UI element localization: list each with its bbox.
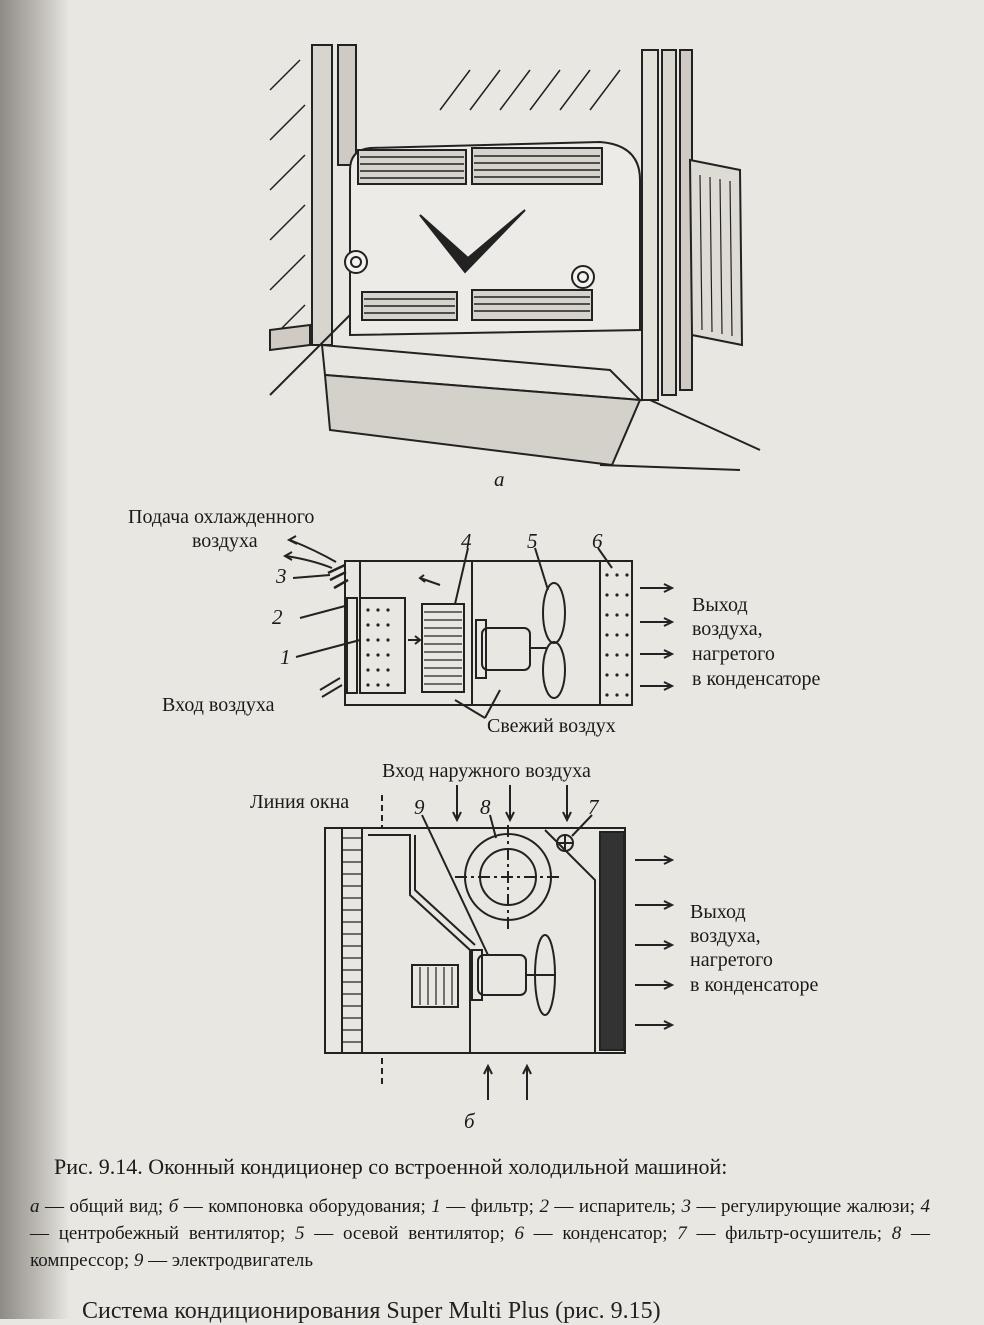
legend-item: 9 — электродвигатель	[133, 1250, 314, 1271]
legend-item: 5 — осевой вентилятор;	[295, 1223, 515, 1244]
legend-item: б — компоновка оборудования;	[168, 1196, 432, 1217]
callout-4: 4	[461, 529, 472, 553]
callout-5: 5	[527, 529, 538, 553]
callout-6: 6	[592, 529, 603, 553]
intake-label: Вход воздуха	[162, 694, 275, 716]
callout-2: 2	[272, 605, 283, 629]
figure-caption-title: Рис. 9.14. Оконный кондиционер со встрое…	[54, 1154, 728, 1179]
figure-b-sublabel: б	[464, 1109, 476, 1133]
outlet-bottom-line4: в конденсаторе	[690, 974, 819, 996]
window-line-label: Линия окна	[250, 791, 349, 813]
supply-label-line1: Подача охлажденного	[128, 506, 314, 528]
outlet-bottom-line2: воздуха,	[690, 925, 761, 947]
outlet-top-line4: в конденсаторе	[692, 668, 821, 690]
outlet-top-line1: Выход	[692, 594, 748, 616]
fresh-air-label: Свежий воздух	[487, 715, 616, 737]
outlet-top-line3: нагретого	[692, 643, 775, 665]
legend-item: 4 — центробежный вентилятор;	[30, 1196, 930, 1244]
outlet-top-line2: воздуха,	[692, 618, 763, 640]
callout-1: 1	[280, 645, 291, 669]
legend-item: 6 — конденсатор;	[514, 1223, 678, 1244]
figure-a-sublabel: а	[494, 467, 505, 491]
page-edge-shadow	[0, 0, 70, 1319]
legend-item: а — общий вид;	[30, 1196, 169, 1217]
outlet-bottom-line3: нагретого	[690, 949, 773, 971]
legend-item: 7 — фильтр-осушитель;	[677, 1223, 892, 1244]
legend-item: 8 — компрессор;	[30, 1223, 930, 1271]
outlet-bottom-line1: Выход	[690, 901, 746, 923]
callout-3: 3	[275, 564, 287, 588]
callout-9: 9	[414, 795, 425, 819]
callout-7: 7	[588, 795, 600, 819]
legend-item: 1 — фильтр;	[431, 1196, 540, 1217]
outdoor-air-label: Вход наружного воздуха	[382, 760, 591, 782]
next-paragraph-cut-text: Система кондиционирования Super Multi Pl…	[82, 1298, 661, 1324]
legend-item: 3 — регулирующие жалюзи;	[681, 1196, 921, 1217]
callout-8: 8	[480, 795, 491, 819]
supply-label-line2: воздуха	[192, 530, 258, 552]
legend-item: 2 — испаритель;	[539, 1196, 682, 1217]
figure-legend: а — общий вид; б — компоновка оборудован…	[30, 1193, 930, 1274]
